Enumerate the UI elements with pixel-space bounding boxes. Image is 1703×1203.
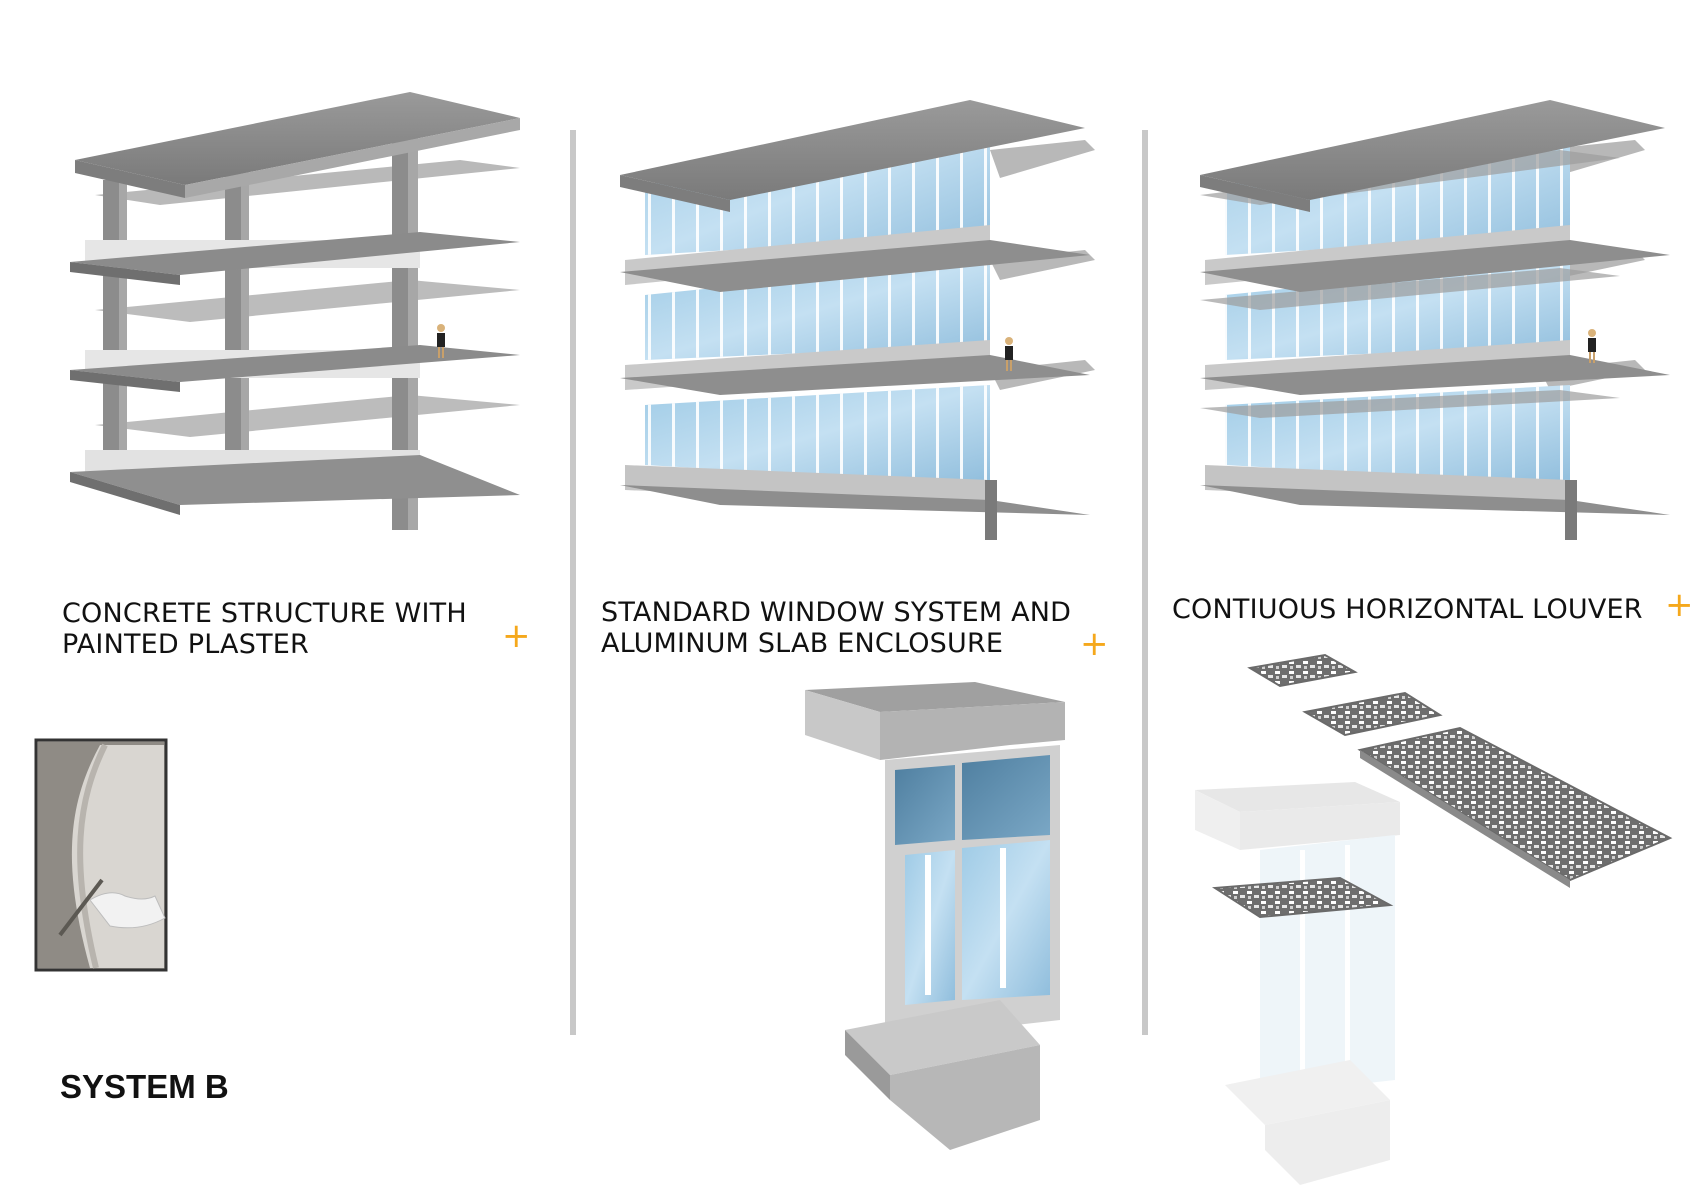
mullions bbox=[645, 385, 990, 485]
roof-slab-edge bbox=[75, 160, 185, 198]
end-column bbox=[1565, 480, 1577, 540]
horizontal-louver bbox=[1200, 268, 1620, 310]
floor-slab bbox=[620, 240, 1090, 292]
detail-sill-slab bbox=[845, 1000, 1040, 1075]
system-title: SYSTEM B bbox=[60, 1068, 229, 1105]
louver-panel-medium bbox=[1302, 691, 1443, 737]
person-figure bbox=[1005, 337, 1013, 371]
louver-panel-large bbox=[1357, 726, 1673, 882]
concrete-structure-model bbox=[70, 92, 520, 530]
roof-slab bbox=[620, 100, 1085, 200]
louver-detail bbox=[1195, 653, 1673, 1185]
transom-glass bbox=[895, 765, 955, 845]
transom-glass bbox=[962, 755, 1050, 840]
floor-slab bbox=[70, 345, 520, 382]
mullion bbox=[1000, 848, 1006, 988]
column bbox=[408, 120, 418, 530]
back-slab bbox=[990, 140, 1095, 178]
column bbox=[119, 180, 127, 475]
ground-slab bbox=[620, 485, 1090, 515]
floor-slab bbox=[1200, 355, 1670, 395]
detail-top-slab bbox=[805, 682, 1065, 712]
floor-slab bbox=[620, 355, 1090, 395]
louver-panel-edge bbox=[1360, 750, 1570, 888]
floor-slab-edge bbox=[70, 262, 180, 285]
end-column bbox=[985, 480, 997, 540]
gloved-hand bbox=[89, 892, 166, 929]
horizontal-louver bbox=[1200, 390, 1620, 418]
roof-slab-edge bbox=[185, 118, 520, 198]
roof-slab-edge bbox=[620, 175, 730, 212]
column bbox=[241, 165, 249, 465]
ground-slab-edge bbox=[70, 472, 180, 515]
person-figure bbox=[1588, 329, 1596, 363]
panel-3-plus-icon: + bbox=[1665, 585, 1694, 625]
panel-2-plus-icon: + bbox=[1080, 624, 1109, 664]
plaster-photo bbox=[34, 738, 168, 972]
detail-sill-beam bbox=[890, 1045, 1040, 1150]
person-figure bbox=[437, 324, 445, 358]
detail-top-beam bbox=[805, 690, 880, 760]
detail-sill-edge bbox=[845, 1030, 890, 1100]
trowel bbox=[58, 878, 104, 937]
back-slab bbox=[95, 395, 520, 437]
louver-system-model bbox=[1200, 100, 1670, 540]
panel-3-caption: CONTIUOUS HORIZONTAL LOUVER bbox=[1172, 594, 1643, 625]
panel-divider bbox=[1142, 130, 1148, 1035]
panel-1-caption: CONCRETE STRUCTURE WITH PAINTED PLASTER bbox=[62, 598, 467, 660]
column bbox=[392, 120, 408, 530]
mullions bbox=[645, 260, 990, 360]
panel-divider bbox=[570, 130, 576, 1035]
back-slab bbox=[95, 280, 520, 322]
mullion bbox=[925, 855, 931, 995]
floor-slab-edge bbox=[70, 370, 180, 392]
faded-window-detail bbox=[1195, 782, 1400, 1185]
aluminum-slab-enclosure bbox=[1205, 465, 1570, 505]
plaster-surface bbox=[71, 745, 164, 968]
panel-1-plus-icon: + bbox=[502, 616, 531, 656]
roof-slab-edge bbox=[1200, 175, 1310, 212]
panel-2-caption: STANDARD WINDOW SYSTEM AND ALUMINUM SLAB… bbox=[601, 597, 1072, 659]
aluminum-slab-enclosure bbox=[625, 465, 990, 505]
window-system-detail bbox=[805, 682, 1065, 1150]
column bbox=[103, 180, 119, 475]
roof-slab bbox=[1200, 100, 1665, 200]
ground-slab bbox=[70, 455, 520, 505]
detail-top-beam bbox=[880, 702, 1065, 760]
floor-slab bbox=[70, 232, 520, 275]
column bbox=[225, 165, 241, 465]
window-system-model bbox=[620, 100, 1095, 540]
ground-slab bbox=[1200, 485, 1670, 515]
roof-slab bbox=[75, 92, 520, 185]
floor-slab bbox=[1200, 240, 1670, 292]
louver-panel-installed bbox=[1211, 876, 1394, 919]
louver-panel-small bbox=[1247, 653, 1358, 688]
